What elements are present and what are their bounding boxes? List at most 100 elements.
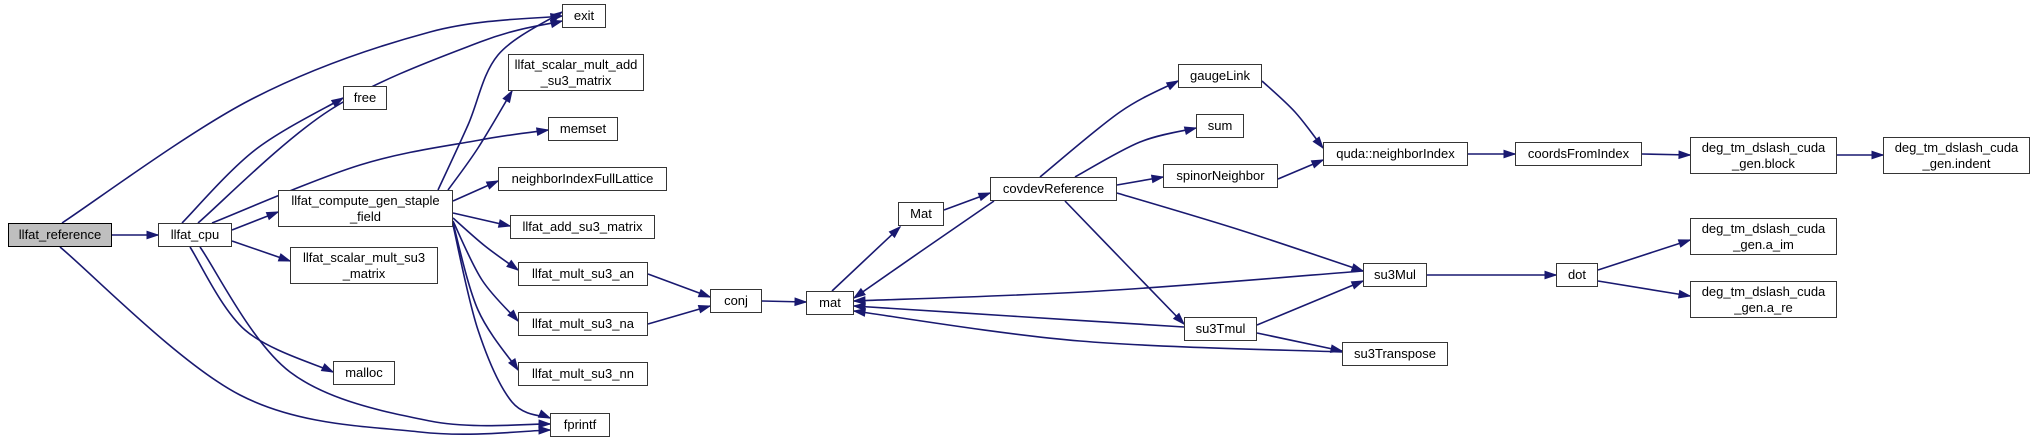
node-label: llfat_scalar_mult_add _su3_matrix xyxy=(514,57,638,88)
edge-llfat_compute_gen_staple_field-to-llfat_mult_su3_na xyxy=(452,220,519,322)
node-llfat_compute_gen_staple_field[interactable]: llfat_compute_gen_staple _field xyxy=(278,190,453,227)
node-label: deg_tm_dslash_cuda _gen.a_im xyxy=(1701,221,1826,252)
node-llfat_mult_su3_nn[interactable]: llfat_mult_su3_nn xyxy=(518,362,648,386)
node-llfat_reference: llfat_reference xyxy=(8,223,112,247)
node-llfat_mult_su3_an[interactable]: llfat_mult_su3_an xyxy=(518,262,648,286)
node-gaugeLink[interactable]: gaugeLink xyxy=(1178,64,1262,88)
node-label: spinorNeighbor xyxy=(1176,168,1265,184)
arrowhead-llfat_mult_su3_an-to-conj xyxy=(697,288,712,298)
edge-llfat_compute_gen_staple_field-to-llfat_mult_su3_nn xyxy=(452,222,519,371)
node-spinorNeighbor[interactable]: spinorNeighbor xyxy=(1163,164,1278,188)
node-deg_tm_dslash_cuda_gen_a_re[interactable]: deg_tm_dslash_cuda _gen.a_re xyxy=(1690,281,1837,318)
edge-llfat_cpu-to-memset xyxy=(211,129,549,224)
node-deg_tm_dslash_cuda_gen_block[interactable]: deg_tm_dslash_cuda _gen.block xyxy=(1690,137,1837,174)
arrowhead-su3Tmul-to-mat xyxy=(852,302,866,312)
edge-su3Transpose-to-mat xyxy=(853,310,1343,353)
edge-llfat_compute_gen_staple_field-to-fprintf xyxy=(452,224,551,419)
arrowhead-llfat_cpu-to-fprintf xyxy=(538,419,552,429)
arrowhead-covdevReference-to-sum xyxy=(1183,126,1198,136)
node-llfat_scalar_mult_su3_matrix[interactable]: llfat_scalar_mult_su3 _matrix xyxy=(290,247,438,284)
node-deg_tm_dslash_cuda_gen_a_im[interactable]: deg_tm_dslash_cuda _gen.a_im xyxy=(1690,218,1837,255)
edge-llfat_compute_gen_staple_field-to-llfat_scalar_mult_add_su3_matrix xyxy=(447,90,513,191)
arrowhead-llfat_compute_gen_staple_field-to-fprintf xyxy=(537,409,552,419)
edge-su3Tmul-to-mat xyxy=(853,305,1185,328)
node-conj[interactable]: conj xyxy=(710,289,762,313)
arrowhead-llfat_reference-to-llfat_cpu xyxy=(146,230,160,240)
node-Mat[interactable]: Mat xyxy=(898,202,944,226)
edge-su3Tmul-to-su3Mul xyxy=(1256,280,1364,326)
edge-llfat_cpu-to-exit xyxy=(197,20,563,224)
arrowhead-su3Tmul-to-su3Mul xyxy=(1350,280,1365,290)
node-llfat_mult_su3_na[interactable]: llfat_mult_su3_na xyxy=(518,312,648,336)
node-su3Mul[interactable]: su3Mul xyxy=(1363,263,1427,287)
node-label: fprintf xyxy=(563,417,597,433)
node-label: exit xyxy=(573,8,595,24)
arrowhead-dot-to-deg_tm_dslash_cuda_gen_a_im xyxy=(1677,239,1692,248)
node-coordsFromIndex[interactable]: coordsFromIndex xyxy=(1515,142,1642,166)
edge-covdevReference-to-sum xyxy=(1074,127,1197,178)
node-label: sum xyxy=(1207,118,1233,134)
node-label: deg_tm_dslash_cuda _gen.indent xyxy=(1894,140,2019,171)
arrowhead-llfat_compute_gen_staple_field-to-llfat_add_su3_matrix xyxy=(497,219,512,228)
node-label: coordsFromIndex xyxy=(1527,146,1630,162)
edge-llfat_cpu-to-malloc xyxy=(189,246,334,373)
arrowhead-conj-to-mat xyxy=(794,297,808,307)
node-fprintf[interactable]: fprintf xyxy=(550,413,610,437)
node-neighborIndexFullLattice[interactable]: neighborIndexFullLattice xyxy=(498,167,667,191)
edge-covdevReference-to-su3Mul xyxy=(1116,192,1364,272)
arrowhead-llfat_compute_gen_staple_field-to-llfat_mult_su3_na xyxy=(507,309,520,323)
node-label: covdevReference xyxy=(1002,181,1105,197)
node-label: llfat_add_su3_matrix xyxy=(522,219,643,235)
node-quda_neighborIndex[interactable]: quda::neighborIndex xyxy=(1323,142,1468,166)
edge-llfat_cpu-to-free xyxy=(181,97,344,224)
arrowhead-llfat_compute_gen_staple_field-to-llfat_scalar_mult_add_su3_matrix xyxy=(502,89,513,104)
edge-covdevReference-to-su3Tmul xyxy=(1064,200,1185,325)
node-label: llfat_scalar_mult_su3 _matrix xyxy=(302,250,426,281)
node-label: gaugeLink xyxy=(1190,68,1250,84)
edge-llfat_reference-to-exit xyxy=(61,15,563,224)
node-llfat_scalar_mult_add_su3_matrix[interactable]: llfat_scalar_mult_add _su3_matrix xyxy=(508,54,644,91)
node-label: malloc xyxy=(345,365,383,381)
node-label: free xyxy=(353,90,377,106)
arrowhead-llfat_compute_gen_staple_field-to-neighborIndexFullLattice xyxy=(485,180,500,190)
arrowhead-Mat-to-covdevReference xyxy=(977,192,992,202)
node-sum[interactable]: sum xyxy=(1196,114,1244,138)
node-label: deg_tm_dslash_cuda _gen.block xyxy=(1701,140,1826,171)
node-label: conj xyxy=(724,293,748,309)
node-mat[interactable]: mat xyxy=(806,291,854,315)
node-label: neighborIndexFullLattice xyxy=(511,171,654,187)
edge-llfat_cpu-to-fprintf xyxy=(199,246,551,427)
node-label: memset xyxy=(559,121,607,137)
arrowhead-deg_tm_dslash_cuda_gen_block-to-deg_tm_dslash_cuda_gen_indent xyxy=(1871,150,1885,160)
arrowhead-covdevReference-to-su3Tmul xyxy=(1172,312,1186,326)
arrowhead-llfat_compute_gen_staple_field-to-llfat_mult_su3_nn xyxy=(507,357,519,372)
node-free[interactable]: free xyxy=(343,86,387,110)
arrowhead-dot-to-deg_tm_dslash_cuda_gen_a_re xyxy=(1677,289,1692,299)
node-covdevReference[interactable]: covdevReference xyxy=(990,177,1117,201)
arrowhead-covdevReference-to-mat xyxy=(852,287,866,299)
node-llfat_add_su3_matrix[interactable]: llfat_add_su3_matrix xyxy=(510,215,655,239)
node-dot[interactable]: dot xyxy=(1556,263,1598,287)
node-label: dot xyxy=(1567,267,1587,283)
node-llfat_cpu[interactable]: llfat_cpu xyxy=(158,223,232,247)
arrowhead-llfat_reference-to-fprintf xyxy=(538,425,552,435)
arrowhead-covdevReference-to-gaugeLink xyxy=(1165,80,1180,91)
node-label: llfat_cpu xyxy=(170,227,220,243)
edge-dot-to-deg_tm_dslash_cuda_gen_a_re xyxy=(1597,280,1691,297)
node-exit[interactable]: exit xyxy=(562,4,606,28)
arrowhead-gaugeLink-to-quda_neighborIndex xyxy=(1312,136,1324,150)
arrowhead-covdevReference-to-spinorNeighbor xyxy=(1150,174,1165,184)
node-su3Transpose[interactable]: su3Transpose xyxy=(1342,342,1448,366)
arrowhead-llfat_cpu-to-memset xyxy=(535,127,550,137)
edge-su3Tmul-to-su3Transpose xyxy=(1256,332,1343,352)
arrowhead-llfat_compute_gen_staple_field-to-llfat_mult_su3_an xyxy=(506,259,520,271)
node-memset[interactable]: memset xyxy=(548,117,618,141)
node-malloc[interactable]: malloc xyxy=(333,361,395,385)
node-label: Mat xyxy=(910,206,932,222)
node-label: su3Mul xyxy=(1374,267,1416,283)
node-deg_tm_dslash_cuda_gen_indent[interactable]: deg_tm_dslash_cuda _gen.indent xyxy=(1883,137,2030,174)
edge-dot-to-deg_tm_dslash_cuda_gen_a_im xyxy=(1597,239,1691,271)
node-su3Tmul[interactable]: su3Tmul xyxy=(1184,317,1257,341)
